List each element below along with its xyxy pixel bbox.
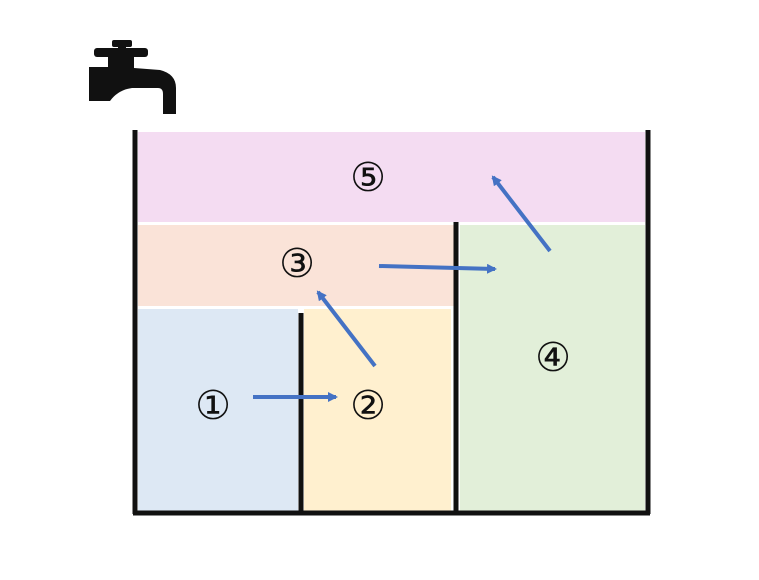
faucet-icon — [89, 40, 176, 114]
flow-arrows — [253, 175, 552, 402]
region-5-fill — [138, 132, 645, 222]
region-1-label: ① — [195, 383, 231, 429]
arrow-3-to-4 — [378, 263, 497, 274]
region-2-label: ② — [350, 383, 386, 429]
region-4-label: ④ — [535, 335, 571, 381]
region-1-fill — [138, 309, 298, 511]
region-2-fill — [304, 309, 451, 511]
arrow-2-to-3 — [316, 290, 377, 368]
arrow-4-to-5 — [491, 175, 552, 253]
tank-walls — [132, 130, 651, 516]
region-3-label: ③ — [279, 241, 315, 287]
region-5-label: ⑤ — [350, 155, 386, 201]
